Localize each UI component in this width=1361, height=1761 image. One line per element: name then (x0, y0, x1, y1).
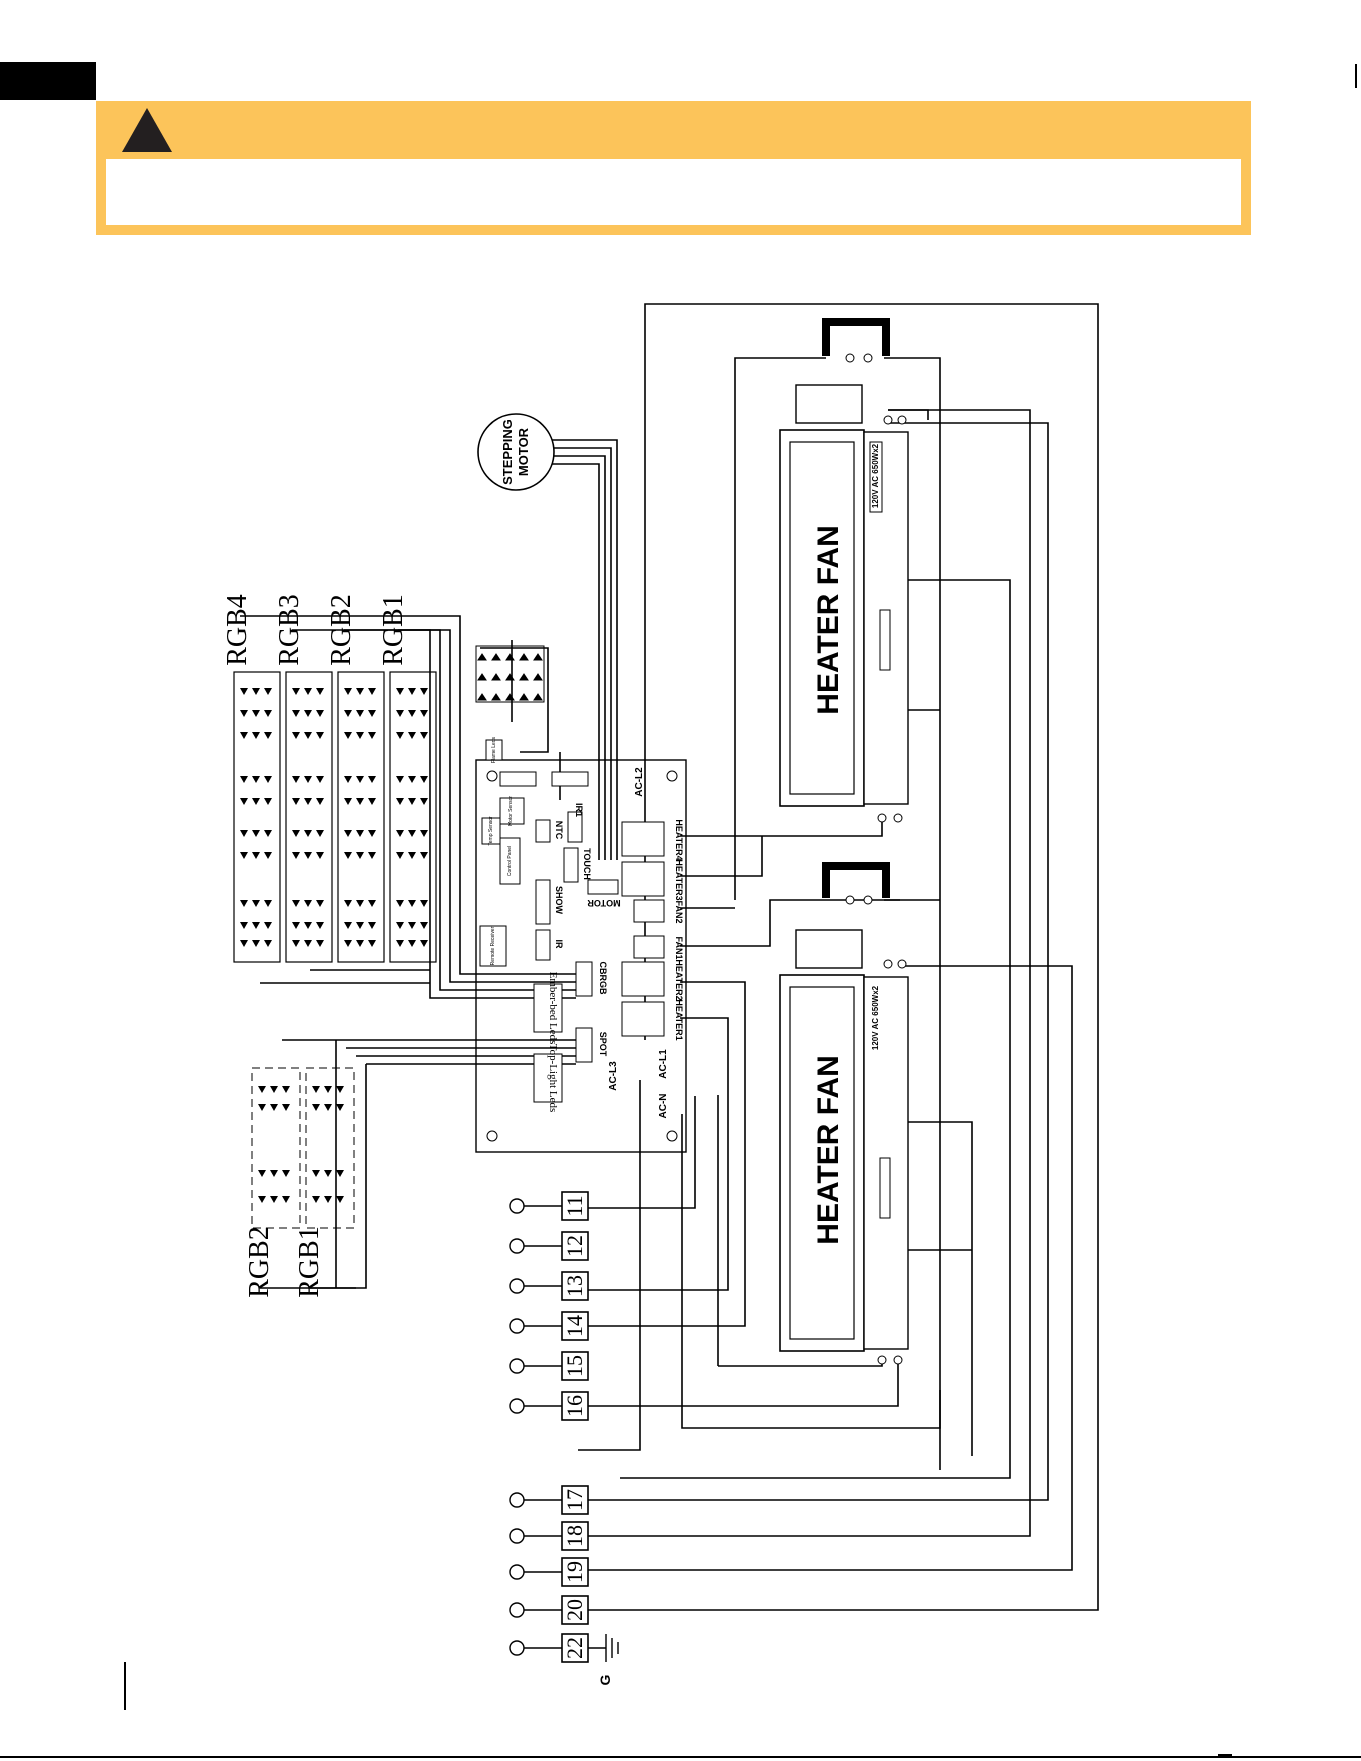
spot-rgb2-label: RGB2 (244, 1226, 275, 1298)
terminal-20-label: 20 (562, 1599, 587, 1621)
flame-led-array (475, 645, 545, 703)
control-board: HEATER4 HEATER3 FAN2 FAN1 HEATER2 HEATER… (475, 736, 687, 1153)
ember-bed-leds-label: Ember-bed Leds (547, 972, 559, 1045)
relay-heater1: HEATER1 (674, 999, 684, 1040)
rgb2-label: RGB2 (326, 594, 357, 666)
terminal-16: 16 (509, 1391, 589, 1421)
terminal-11: 11 (509, 1191, 589, 1221)
terminal-block: 11 12 13 14 15 16 17 (509, 1191, 619, 1685)
ac-l2-label: AC-L2 (634, 767, 645, 797)
heater-fan-1: HEATER FAN 120V AC 650Wx2 (779, 318, 909, 823)
ac-n-label: AC-N (658, 1094, 669, 1119)
ground-label: G (597, 1674, 613, 1685)
relay-heater3: HEATER3 (674, 859, 684, 900)
module-control-panel: Control Panel (507, 846, 513, 876)
spot-led-banks: RGB2 RGB1 (244, 1067, 355, 1298)
wiring-lines (240, 303, 1099, 1649)
stepping-motor-label-2: MOTOR (516, 427, 531, 476)
heater-fan-2-label: HEATER FAN (812, 1055, 845, 1244)
warning-text-box (106, 159, 1241, 225)
module-remote-receiver: Remote Receiver (490, 926, 496, 965)
rgb3-label: RGB3 (274, 594, 305, 666)
connector-ntc: NTC (554, 821, 564, 840)
terminal-12-label: 12 (562, 1235, 587, 1257)
terminal-15: 15 (509, 1351, 589, 1381)
warning-banner (96, 101, 1251, 235)
ac-l3-label: AC-L3 (608, 1061, 619, 1091)
footer-right-mark (1218, 1754, 1232, 1757)
rgb-bank-3: RGB3 (274, 594, 333, 963)
spot-rgb1-label: RGB1 (294, 1226, 325, 1298)
terminal-18: 18 (509, 1521, 589, 1551)
relay-fan2: FAN2 (674, 900, 684, 923)
connector-motor: MOTOR (587, 898, 621, 908)
connector-spot: SPOT (598, 1032, 608, 1057)
relay-heater4: HEATER4 (674, 819, 684, 860)
terminal-19: 19 (509, 1557, 589, 1587)
terminal-17: 17 (509, 1485, 589, 1515)
connector-show: SHOW (554, 886, 564, 915)
rgb-led-banks: RGB4 RGB3 RGB2 RGB1 (222, 594, 437, 963)
stepping-motor: STEPPING MOTOR (477, 413, 555, 491)
connector-ir: IR (554, 940, 564, 950)
footer-rule (0, 1756, 1361, 1758)
terminal-17-label: 17 (562, 1489, 587, 1511)
ac-l1-label: AC-L1 (658, 1049, 669, 1079)
rgb1-label: RGB1 (378, 594, 409, 666)
terminal-12: 12 (509, 1231, 589, 1261)
connector-touch: TOUCH (582, 848, 592, 880)
rgb-bank-1: RGB1 (378, 594, 437, 963)
module-temp-sensor: Temp Sensor (488, 816, 494, 846)
terminal-18-label: 18 (562, 1525, 587, 1547)
footer-mark (124, 1662, 126, 1710)
warning-triangle-icon (122, 108, 172, 152)
terminal-22: 22 (509, 1633, 589, 1663)
terminal-19-label: 19 (562, 1561, 587, 1583)
relay-fan1: FAN1 (674, 936, 684, 959)
ground-symbol-icon (588, 1634, 619, 1662)
terminal-11-label: 11 (562, 1195, 587, 1216)
module-motor-sensor: Motor Sensor (508, 796, 514, 826)
stepping-motor-label-1: STEPPING (500, 419, 515, 485)
terminal-14: 14 (509, 1311, 589, 1341)
rgb-bank-4: RGB4 (222, 594, 281, 963)
terminal-16-label: 16 (562, 1395, 587, 1417)
terminal-13-label: 13 (562, 1275, 587, 1297)
terminal-13: 13 (509, 1271, 589, 1301)
terminal-20: 20 (509, 1595, 589, 1625)
corner-tab (0, 62, 96, 100)
rgb4-label: RGB4 (222, 594, 253, 666)
heater-fan-1-label: HEATER FAN (812, 525, 845, 714)
terminal-14-label: 14 (562, 1315, 587, 1337)
relay-heater2: HEATER2 (674, 959, 684, 1000)
heater-fan-1-rating: 120V AC 650Wx2 (871, 443, 880, 508)
connector-cbrgb: CBRGB (598, 962, 608, 995)
connector-ir1: IR1 (574, 803, 584, 817)
terminal-15-label: 15 (562, 1355, 587, 1377)
terminal-22-label: 22 (562, 1637, 587, 1659)
rgb-bank-2: RGB2 (326, 594, 385, 963)
heater-fan-2: HEATER FAN 120V AC 650Wx2 (779, 862, 909, 1365)
module-flame-leds: Flame Leds (491, 736, 497, 763)
page-edge-mark (1355, 64, 1357, 88)
top-light-leds-label: Top-Light Leds (547, 1044, 559, 1113)
heater-fan-2-rating: 120V AC 650Wx2 (871, 985, 880, 1050)
